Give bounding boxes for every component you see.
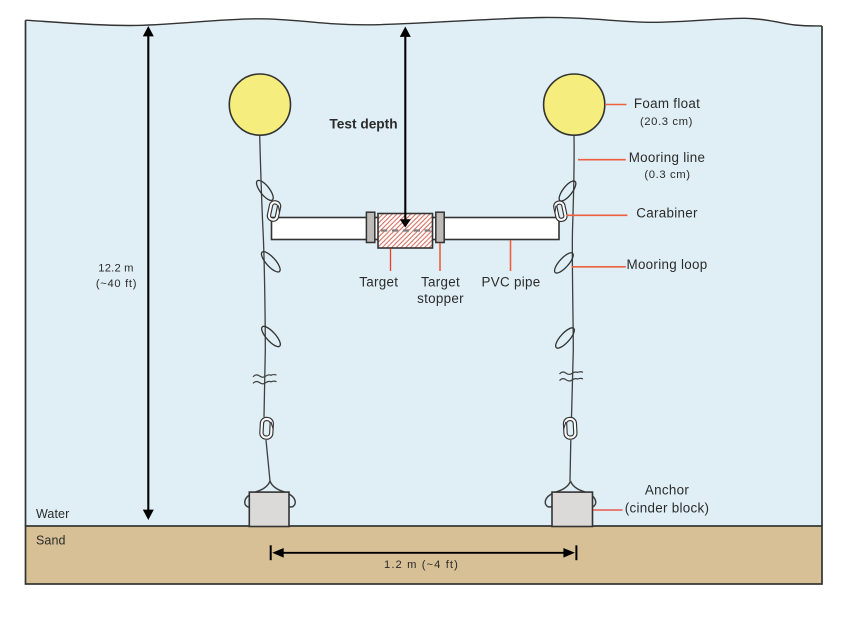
svg-text:Target: Target xyxy=(359,275,398,290)
svg-text:Mooring line: Mooring line xyxy=(629,150,706,165)
svg-text:Water: Water xyxy=(36,507,69,521)
svg-text:Sand: Sand xyxy=(36,534,66,548)
svg-text:Foam float: Foam float xyxy=(634,96,700,111)
svg-text:Mooring loop: Mooring loop xyxy=(626,257,707,272)
svg-text:(0.3 cm): (0.3 cm) xyxy=(644,169,690,181)
svg-text:Target: Target xyxy=(421,275,460,290)
svg-text:Carabiner: Carabiner xyxy=(636,206,698,221)
svg-text:Test depth: Test depth xyxy=(329,117,397,132)
svg-text:(cinder block): (cinder block) xyxy=(625,501,710,516)
svg-text:1.2 m (~4 ft): 1.2 m (~4 ft) xyxy=(384,559,459,571)
svg-text:Anchor: Anchor xyxy=(645,483,689,498)
svg-text:(~40 ft): (~40 ft) xyxy=(96,278,137,290)
svg-text:12.2 m: 12.2 m xyxy=(98,263,133,275)
svg-text:PVC pipe: PVC pipe xyxy=(482,275,541,290)
svg-text:stopper: stopper xyxy=(417,291,464,306)
svg-text:(20.3 cm): (20.3 cm) xyxy=(640,116,693,128)
